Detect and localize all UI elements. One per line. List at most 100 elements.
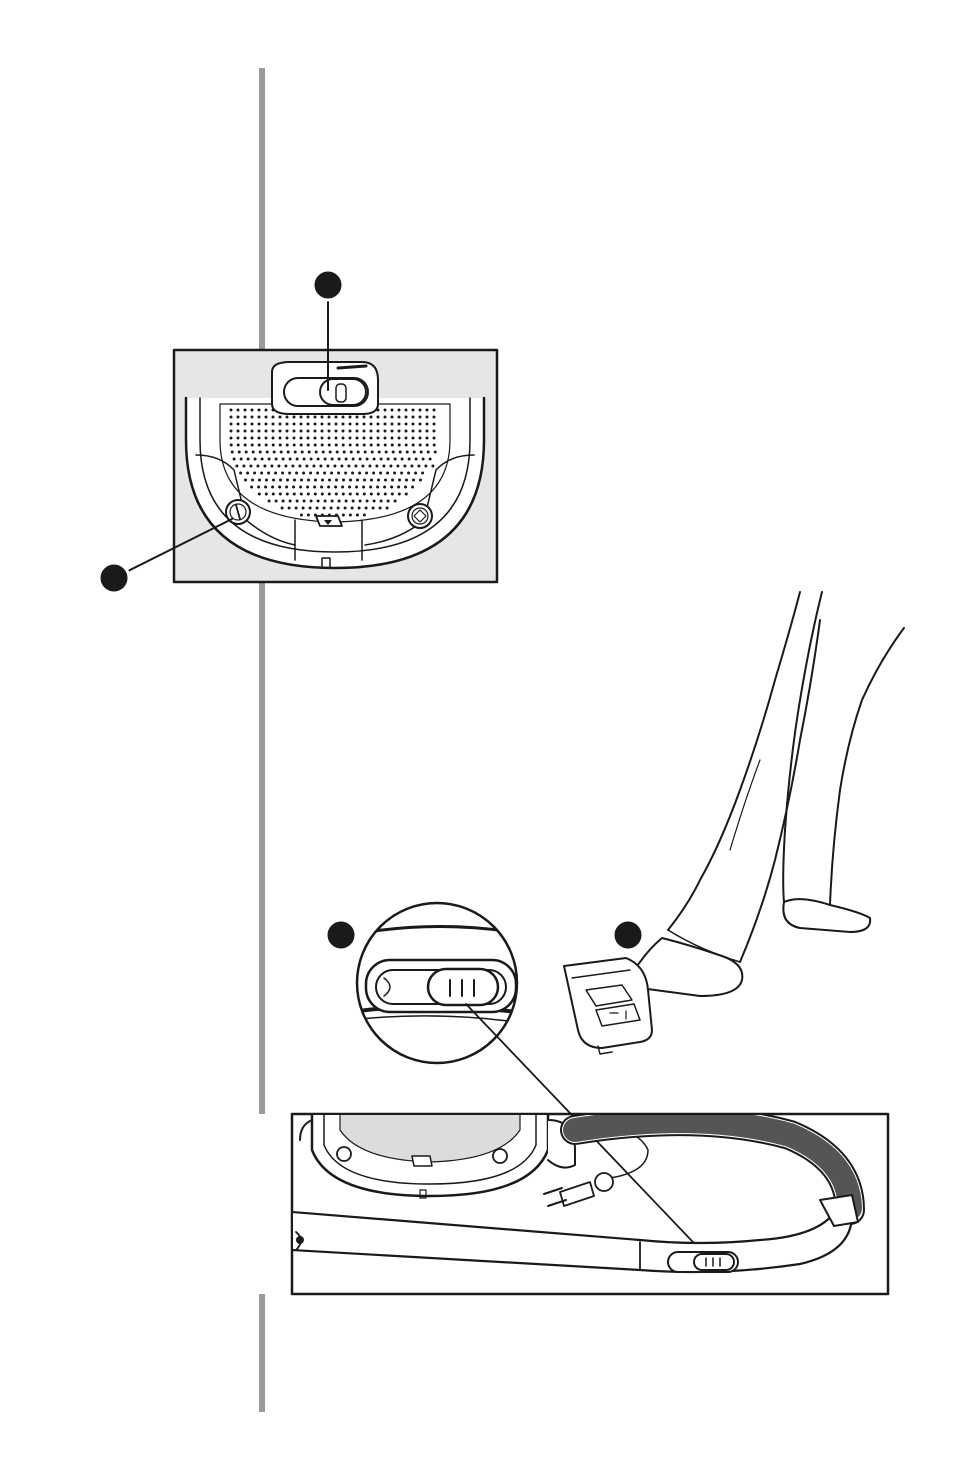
grille-dot xyxy=(419,409,422,412)
foot-pedal-icon xyxy=(564,958,652,1054)
grille-dot xyxy=(351,507,354,510)
front-shoe xyxy=(634,938,742,996)
grille-dot xyxy=(265,437,268,440)
grille-dot xyxy=(412,444,415,447)
grille-dot xyxy=(398,437,401,440)
grille-dot xyxy=(320,486,323,489)
grille-dot xyxy=(405,479,408,482)
grille-dot xyxy=(363,514,366,517)
grille-dot xyxy=(391,423,394,426)
grille-dot xyxy=(303,458,306,461)
grille-dot xyxy=(375,465,378,468)
grille-dot xyxy=(244,423,247,426)
grille-dot xyxy=(293,416,296,419)
grille-dot xyxy=(279,430,282,433)
grille-dot xyxy=(370,493,373,496)
grille-dot xyxy=(321,437,324,440)
grille-dot xyxy=(331,500,334,503)
grille-dot xyxy=(403,465,406,468)
grille-dot xyxy=(275,458,278,461)
grille-dot xyxy=(296,458,299,461)
grille-dot xyxy=(363,479,366,482)
grille-dot xyxy=(377,444,380,447)
grille-dot xyxy=(398,493,401,496)
grille-dot xyxy=(329,451,332,454)
grille-dot xyxy=(230,409,233,412)
grille-dot xyxy=(359,458,362,461)
grille-dot xyxy=(386,507,389,510)
grille-dot xyxy=(433,430,436,433)
grille-dot xyxy=(272,416,275,419)
grille-dot xyxy=(394,500,397,503)
grille-dot xyxy=(365,472,368,475)
grille-dot xyxy=(342,479,345,482)
grille-dot xyxy=(426,437,429,440)
grille-dot xyxy=(258,430,261,433)
grille-dot xyxy=(314,423,317,426)
grille-dot xyxy=(246,472,249,475)
grille-dot xyxy=(258,479,261,482)
grille-dot xyxy=(372,472,375,475)
grille-dot xyxy=(349,479,352,482)
grille-dot xyxy=(328,493,331,496)
grille-dot xyxy=(260,472,263,475)
grille-dot xyxy=(340,465,343,468)
grille-dot xyxy=(338,458,341,461)
handle-slide-switch-icon xyxy=(366,960,516,1012)
grille-dot xyxy=(358,472,361,475)
grille-dot xyxy=(356,437,359,440)
grille-dot xyxy=(272,437,275,440)
grille-dot xyxy=(377,430,380,433)
grille-dot xyxy=(370,479,373,482)
grille-dot xyxy=(251,409,254,412)
grille-dot xyxy=(414,472,417,475)
grille-dot xyxy=(405,423,408,426)
grille-dot xyxy=(358,507,361,510)
grille-dot xyxy=(307,423,310,426)
grille-dot xyxy=(265,423,268,426)
grille-dot xyxy=(342,444,345,447)
grille-dot xyxy=(379,472,382,475)
grille-dot xyxy=(237,437,240,440)
grille-dot xyxy=(319,465,322,468)
grille-dot xyxy=(363,423,366,426)
grille-dot xyxy=(316,507,319,510)
grille-dot xyxy=(322,451,325,454)
grille-dot xyxy=(384,409,387,412)
grille-dot xyxy=(328,444,331,447)
grille-dot xyxy=(250,486,253,489)
grille-dot xyxy=(426,444,429,447)
grille-dot xyxy=(434,451,437,454)
grille-dot xyxy=(328,416,331,419)
power-plug-icon xyxy=(544,1173,613,1206)
grille-dot xyxy=(265,409,268,412)
grille-dot xyxy=(328,423,331,426)
grille-dot xyxy=(258,423,261,426)
hose-icon xyxy=(575,1121,850,1210)
grille-dot xyxy=(240,458,243,461)
grille-dot xyxy=(273,451,276,454)
grille-dot xyxy=(251,479,254,482)
grille-dot xyxy=(342,416,345,419)
grille-dot xyxy=(348,486,351,489)
grille-dot xyxy=(237,416,240,419)
grille-dot xyxy=(279,416,282,419)
grille-dot xyxy=(412,437,415,440)
grille-dot xyxy=(412,479,415,482)
grille-dot xyxy=(233,458,236,461)
grille-dot xyxy=(415,458,418,461)
grille-dot xyxy=(384,479,387,482)
grille-dot xyxy=(302,472,305,475)
grille-dot xyxy=(355,486,358,489)
grille-dot xyxy=(293,437,296,440)
grille-dot xyxy=(361,465,364,468)
grille-dot xyxy=(342,423,345,426)
grille-dot xyxy=(410,465,413,468)
carpet-brush-icon xyxy=(408,504,432,528)
grille-dot xyxy=(335,493,338,496)
grille-dot xyxy=(291,465,294,468)
grille-dot xyxy=(242,465,245,468)
grille-dot xyxy=(422,458,425,461)
grille-dot xyxy=(343,451,346,454)
